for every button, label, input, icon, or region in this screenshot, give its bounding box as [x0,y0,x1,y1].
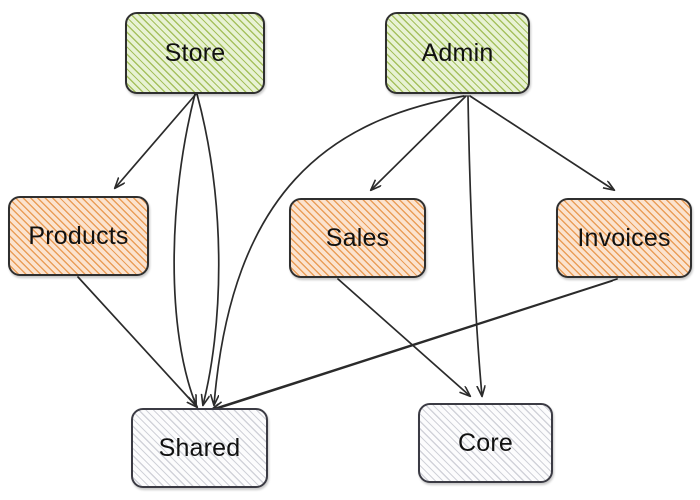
edge-admin-to-invoices [469,95,614,190]
node-label-shared: Shared [158,433,241,462]
edge-admin-to-core [467,95,482,396]
node-admin[interactable]: Admin [385,12,530,94]
node-label-admin: Admin [421,38,494,67]
edge-admin-to-shared [214,95,465,405]
edge-group [77,93,618,411]
node-label-core: Core [458,428,513,457]
edge-admin-to-sales [371,95,467,190]
node-store[interactable]: Store [125,12,265,94]
edge-sales-to-core [337,278,470,396]
node-sales[interactable]: Sales [289,198,426,278]
edge-products-to-shared [77,276,197,407]
edge-store-to-shared [173,93,196,405]
node-label-invoices: Invoices [577,223,671,252]
node-products[interactable]: Products [8,196,149,276]
node-label-sales: Sales [325,223,390,252]
node-invoices[interactable]: Invoices [556,198,692,278]
edge-invoices-to-shared [210,280,613,411]
node-label-products: Products [28,221,129,250]
edge-store-to-shared [196,93,220,405]
node-shared[interactable]: Shared [131,408,268,488]
node-core[interactable]: Core [418,403,553,483]
edge-store-to-products [115,93,197,188]
node-label-store: Store [164,38,226,67]
